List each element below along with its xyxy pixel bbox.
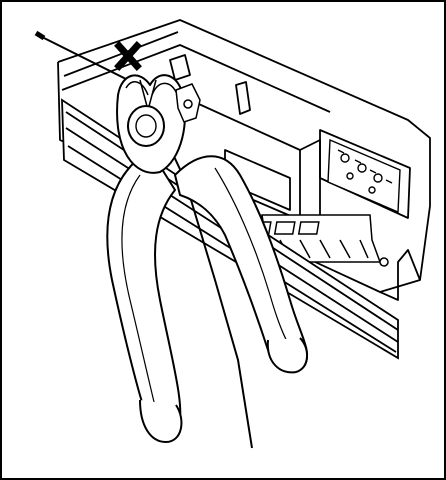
wire-clip (175, 83, 201, 123)
housing-top-ledge (63, 31, 179, 77)
housing-inner-ledge (61, 44, 331, 113)
label-plate (327, 138, 401, 214)
pliers (106, 74, 309, 443)
terminal-4 (297, 221, 320, 235)
housing-slot (169, 54, 191, 81)
left-handle-cap (139, 399, 183, 443)
left-handle-grip-line (121, 174, 159, 419)
housing-slot-2 (235, 81, 251, 115)
screw-hole (379, 257, 389, 267)
housing-compartment (189, 99, 301, 221)
pivot-inner (135, 114, 157, 138)
right-handle-cap (266, 337, 308, 374)
cross-mark (114, 41, 142, 71)
housing-divider (299, 139, 321, 230)
terminal-3 (273, 221, 296, 235)
pliers-jaws (125, 81, 177, 96)
